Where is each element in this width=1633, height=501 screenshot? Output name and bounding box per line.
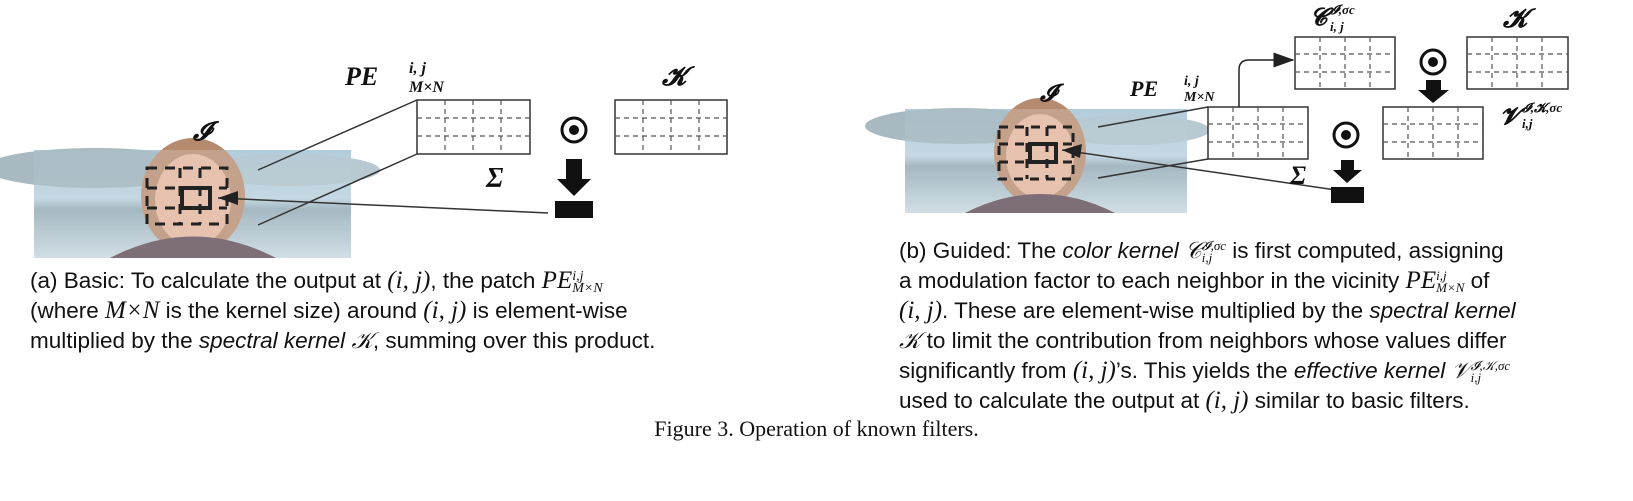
down-arrow-icon-b (1333, 160, 1362, 183)
patch-label-a: PE (344, 62, 378, 91)
hadamard-icon-b (1332, 121, 1360, 149)
kernel-label-a: 𝓚 (661, 62, 695, 91)
color-kernel-arrow (1238, 52, 1295, 107)
color-kernel-label-sub: i, j (1330, 19, 1344, 34)
patch-label-b: PE (1129, 76, 1158, 101)
color-kernel-label-sup: 𝓘,σc (1329, 2, 1355, 17)
input-image-b (865, 98, 1210, 213)
patch-selection-b (997, 125, 1075, 181)
kernel-label-b: 𝓚 (1502, 4, 1536, 33)
output-pixel-a (555, 201, 593, 218)
hadamard-icon-a (560, 116, 588, 144)
patch-label-sup-b: i, j (1184, 74, 1199, 89)
patch-grid-b (1207, 106, 1309, 160)
patch-label-sub-a: M×N (408, 79, 445, 96)
hadamard-icon-b-top (1419, 48, 1447, 76)
effective-kernel-grid (1382, 106, 1484, 160)
down-arrow-icon-a (557, 159, 591, 196)
patch-label-sub-b: M×N (1183, 90, 1215, 105)
sum-label-b: Σ (1289, 161, 1306, 190)
patch-grid-a (416, 99, 531, 155)
output-pixel-b (1331, 187, 1364, 203)
patch-label-sup-a: i, j (409, 60, 426, 77)
effective-kernel-label-sub: i,j (1522, 116, 1533, 131)
image-label-b: 𝓘 (1039, 81, 1065, 107)
sum-label-a: Σ (485, 163, 504, 194)
panel-a: PE i, j M×N 𝓘 𝓚 Σ (0, 60, 728, 258)
pixel-arrowhead-a (218, 191, 238, 205)
figure-caption: Figure 3. Operation of known filters. (654, 416, 979, 441)
kernel-grid-b (1466, 36, 1569, 90)
input-image-a (0, 138, 380, 258)
panel-b: 𝓘 PE i, j M×N 𝓒 𝓘,σc i, j (865, 2, 1569, 213)
down-arrow-icon-b-top (1418, 80, 1449, 103)
effective-kernel-label-sup: 𝓘,𝓚,σc (1521, 100, 1562, 115)
color-kernel-grid (1294, 36, 1396, 90)
projection-lines-a (217, 99, 549, 226)
pixel-arrowhead-b (1062, 144, 1082, 158)
projection-lines-b (1061, 106, 1337, 191)
caption-a: (a) Basic: To calculate the output at (i… (30, 267, 656, 354)
image-label-a: 𝓘 (192, 117, 220, 146)
kernel-grid-a (614, 99, 728, 155)
